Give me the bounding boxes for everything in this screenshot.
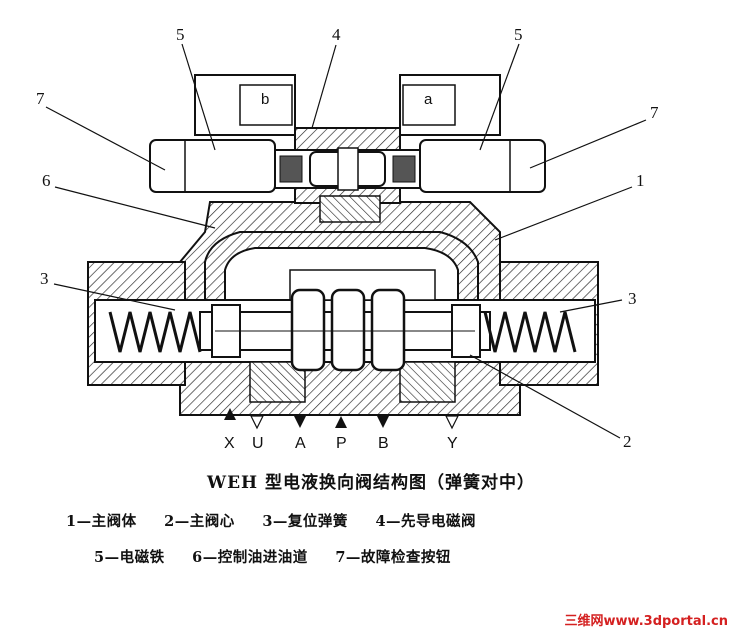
- callout-right-button: 7: [650, 103, 659, 122]
- legend-item-pilot-solenoid-valve: 4—先导电磁阀: [375, 513, 477, 530]
- port-label-u: U: [252, 435, 264, 452]
- port-label-x: X: [224, 435, 235, 452]
- port-label-a: A: [295, 435, 306, 452]
- callout-right-coil: 5: [514, 25, 523, 44]
- port-a-marker: [294, 416, 306, 428]
- port-p-marker: [335, 416, 347, 428]
- legend-item-main-body: 1—主阀体: [66, 513, 137, 530]
- callout-main-body: 1: [636, 171, 645, 190]
- right-solenoid-label: a: [424, 91, 433, 108]
- port-u-marker: [250, 415, 264, 430]
- port-b-marker: [377, 416, 389, 428]
- port-label-b: B: [378, 435, 389, 452]
- legend-row-2: 5—电磁铁 6—控制油进油道 7—故障检查按钮: [94, 546, 473, 567]
- valve-diagram: b a 5 4 5 7 7 6 1 3 3 2 X U A P B Y: [36, 25, 659, 452]
- port-x-marker: [224, 408, 236, 420]
- figure-caption: WEH 型电液换向阀结构图（弹簧对中）: [206, 473, 536, 493]
- legend-item-main-spool: 2—主阀心: [164, 513, 235, 530]
- port-y-marker: [445, 415, 459, 430]
- pilot-valve: [269, 127, 426, 223]
- watermark: 三维网www.3dportal.cn: [564, 614, 728, 629]
- left-solenoid: [149, 74, 296, 193]
- leader-lines: [45, 43, 647, 439]
- callout-left-spring: 3: [40, 269, 49, 288]
- legend-item-fault-check-button: 7—故障检查按钮: [335, 549, 451, 566]
- legend-item-control-oil-passage: 6—控制油进油道: [192, 549, 308, 566]
- callout-right-spring: 3: [628, 289, 637, 308]
- port-label-p: P: [336, 435, 347, 452]
- legend-row-1: 1—主阀体 2—主阀心 3—复位弹簧 4—先导电磁阀: [66, 510, 498, 531]
- port-label-y: Y: [447, 435, 458, 452]
- right-return-spring: [483, 311, 577, 353]
- main-spool: [199, 288, 491, 372]
- callout-left-button: 7: [36, 89, 45, 108]
- callout-control-oil-passage: 6: [42, 171, 51, 190]
- callout-main-spool: 2: [623, 432, 632, 451]
- callout-left-coil: 5: [176, 25, 185, 44]
- legend-item-return-spring: 3—复位弹簧: [262, 513, 348, 530]
- legend-item-solenoid: 5—电磁铁: [94, 549, 165, 566]
- left-solenoid-label: b: [261, 91, 269, 108]
- callout-pilot-valve: 4: [332, 25, 341, 44]
- left-return-spring: [108, 311, 202, 353]
- right-solenoid: [399, 74, 546, 193]
